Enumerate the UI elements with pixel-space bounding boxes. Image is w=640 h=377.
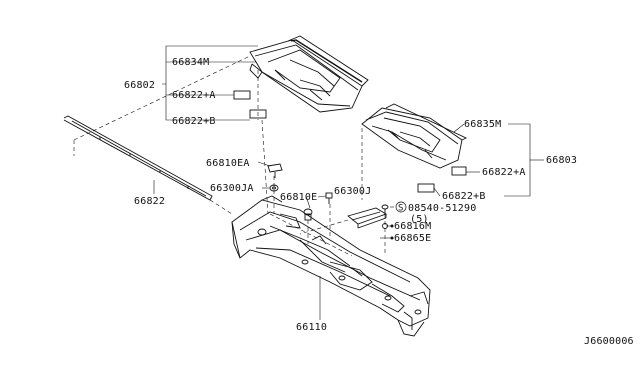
clip-66810E bbox=[325, 192, 333, 204]
label-66810EA: 66810EA bbox=[206, 158, 250, 169]
label-66803: 66803 bbox=[546, 155, 577, 166]
pad-left-a bbox=[233, 90, 251, 100]
label-66816M: 66816M bbox=[394, 221, 431, 232]
label-08540-51290: 08540-51290 bbox=[408, 203, 476, 214]
left-cover-seal bbox=[290, 39, 363, 83]
screw-symbol: S bbox=[398, 204, 403, 214]
grommet-66300J bbox=[303, 208, 313, 221]
label-66822-a-left: 66822+A bbox=[172, 90, 216, 101]
cowl-top-panel bbox=[231, 195, 431, 337]
label-66834M: 66834M bbox=[172, 57, 209, 68]
label-66822-strip: 66822 bbox=[134, 196, 165, 207]
leader-dot-66865E bbox=[390, 236, 394, 240]
cowl-molding-strip bbox=[63, 115, 213, 201]
label-66865E: 66865E bbox=[394, 233, 431, 244]
left-cowl-top-cover bbox=[249, 35, 369, 113]
label-66822-a-right: 66822+A bbox=[482, 167, 526, 178]
label-66822-b-left: 66822+B bbox=[172, 116, 216, 127]
label-66810E: 66810E bbox=[280, 192, 317, 203]
screw-symbol-circle bbox=[395, 201, 407, 213]
right-cowl-top-cover bbox=[361, 103, 468, 169]
label-66300JA: 66300JA bbox=[210, 183, 254, 194]
pad-right-b bbox=[417, 183, 435, 193]
part-labels: 66834M 66802 66822+A 66822+B 66822 66835… bbox=[124, 57, 634, 347]
bracket bbox=[347, 207, 388, 229]
diagram-code: J6600006 bbox=[584, 336, 634, 347]
dashed-guides bbox=[73, 55, 386, 257]
pad-left-b bbox=[249, 109, 267, 119]
label-66300J: 66300J bbox=[334, 186, 371, 197]
label-66822-b-right: 66822+B bbox=[442, 191, 486, 202]
leader-lines bbox=[153, 45, 544, 320]
label-66802: 66802 bbox=[124, 80, 155, 91]
label-08540-qty: (5) bbox=[410, 214, 429, 225]
label-66110: 66110 bbox=[296, 322, 327, 333]
label-66835M: 66835M bbox=[464, 119, 501, 130]
screw-08540 bbox=[381, 204, 389, 214]
leader-dot-66816M bbox=[390, 224, 394, 228]
clip-66810EA bbox=[267, 163, 283, 178]
pad-right-a bbox=[451, 166, 467, 176]
